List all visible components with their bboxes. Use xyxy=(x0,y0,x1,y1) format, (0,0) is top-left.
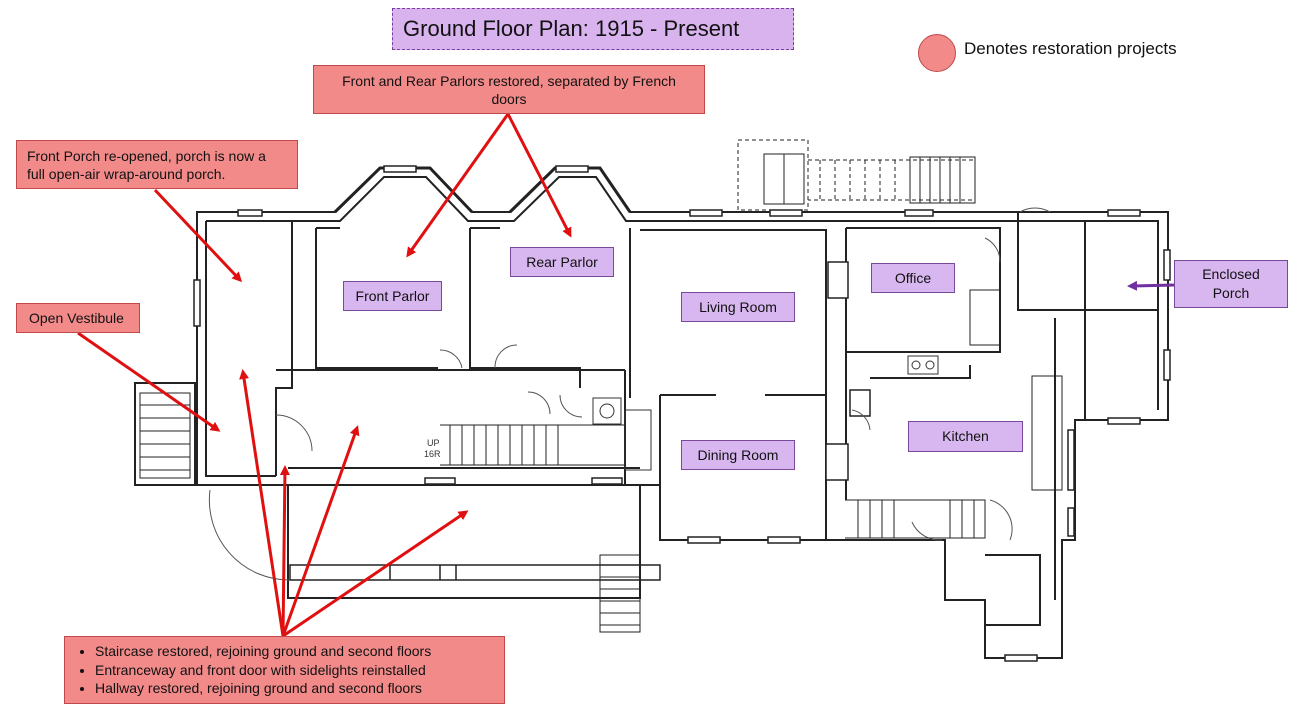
stair-up-label: UP xyxy=(427,438,440,448)
vestibule-note: Open Vestibule xyxy=(16,303,140,333)
room-label-enclosed-porch: Enclosed Porch xyxy=(1174,260,1288,308)
page-title: Ground Floor Plan: 1915 - Present xyxy=(392,8,794,50)
restoration-marker-icon xyxy=(918,34,956,72)
restoration-list-note: Staircase restored, rejoining ground and… xyxy=(64,636,505,704)
legend-label: Denotes restoration projects xyxy=(964,39,1177,58)
list-item: Staircase restored, rejoining ground and… xyxy=(95,642,494,661)
list-item: Hallway restored, rejoining ground and s… xyxy=(95,679,494,698)
stairs xyxy=(140,139,986,633)
room-label-dining-room: Dining Room xyxy=(681,440,795,470)
doors xyxy=(208,207,1051,581)
stair-risers-label: 16R xyxy=(424,449,441,459)
room-label-office: Office xyxy=(871,263,955,293)
legend: Denotes restoration projects xyxy=(918,32,1268,72)
windows xyxy=(193,165,1171,662)
enclosed-porch-arrow xyxy=(1127,280,1176,291)
room-label-front-parlor: Front Parlor xyxy=(343,281,442,311)
list-item: Entranceway and front door with sideligh… xyxy=(95,661,494,680)
restoration-list: Staircase restored, rejoining ground and… xyxy=(75,642,494,698)
porch-rail xyxy=(289,564,661,581)
fixtures xyxy=(592,355,939,471)
porch-note: Front Porch re-opened, porch is now a fu… xyxy=(16,140,298,189)
room-label-rear-parlor: Rear Parlor xyxy=(510,247,614,277)
room-label-living-room: Living Room xyxy=(681,292,795,322)
restoration-arrows xyxy=(77,113,572,638)
room-label-kitchen: Kitchen xyxy=(908,421,1023,452)
interior-walls xyxy=(275,212,1158,626)
parlors-note: Front and Rear Parlors restored, separat… xyxy=(313,65,705,114)
